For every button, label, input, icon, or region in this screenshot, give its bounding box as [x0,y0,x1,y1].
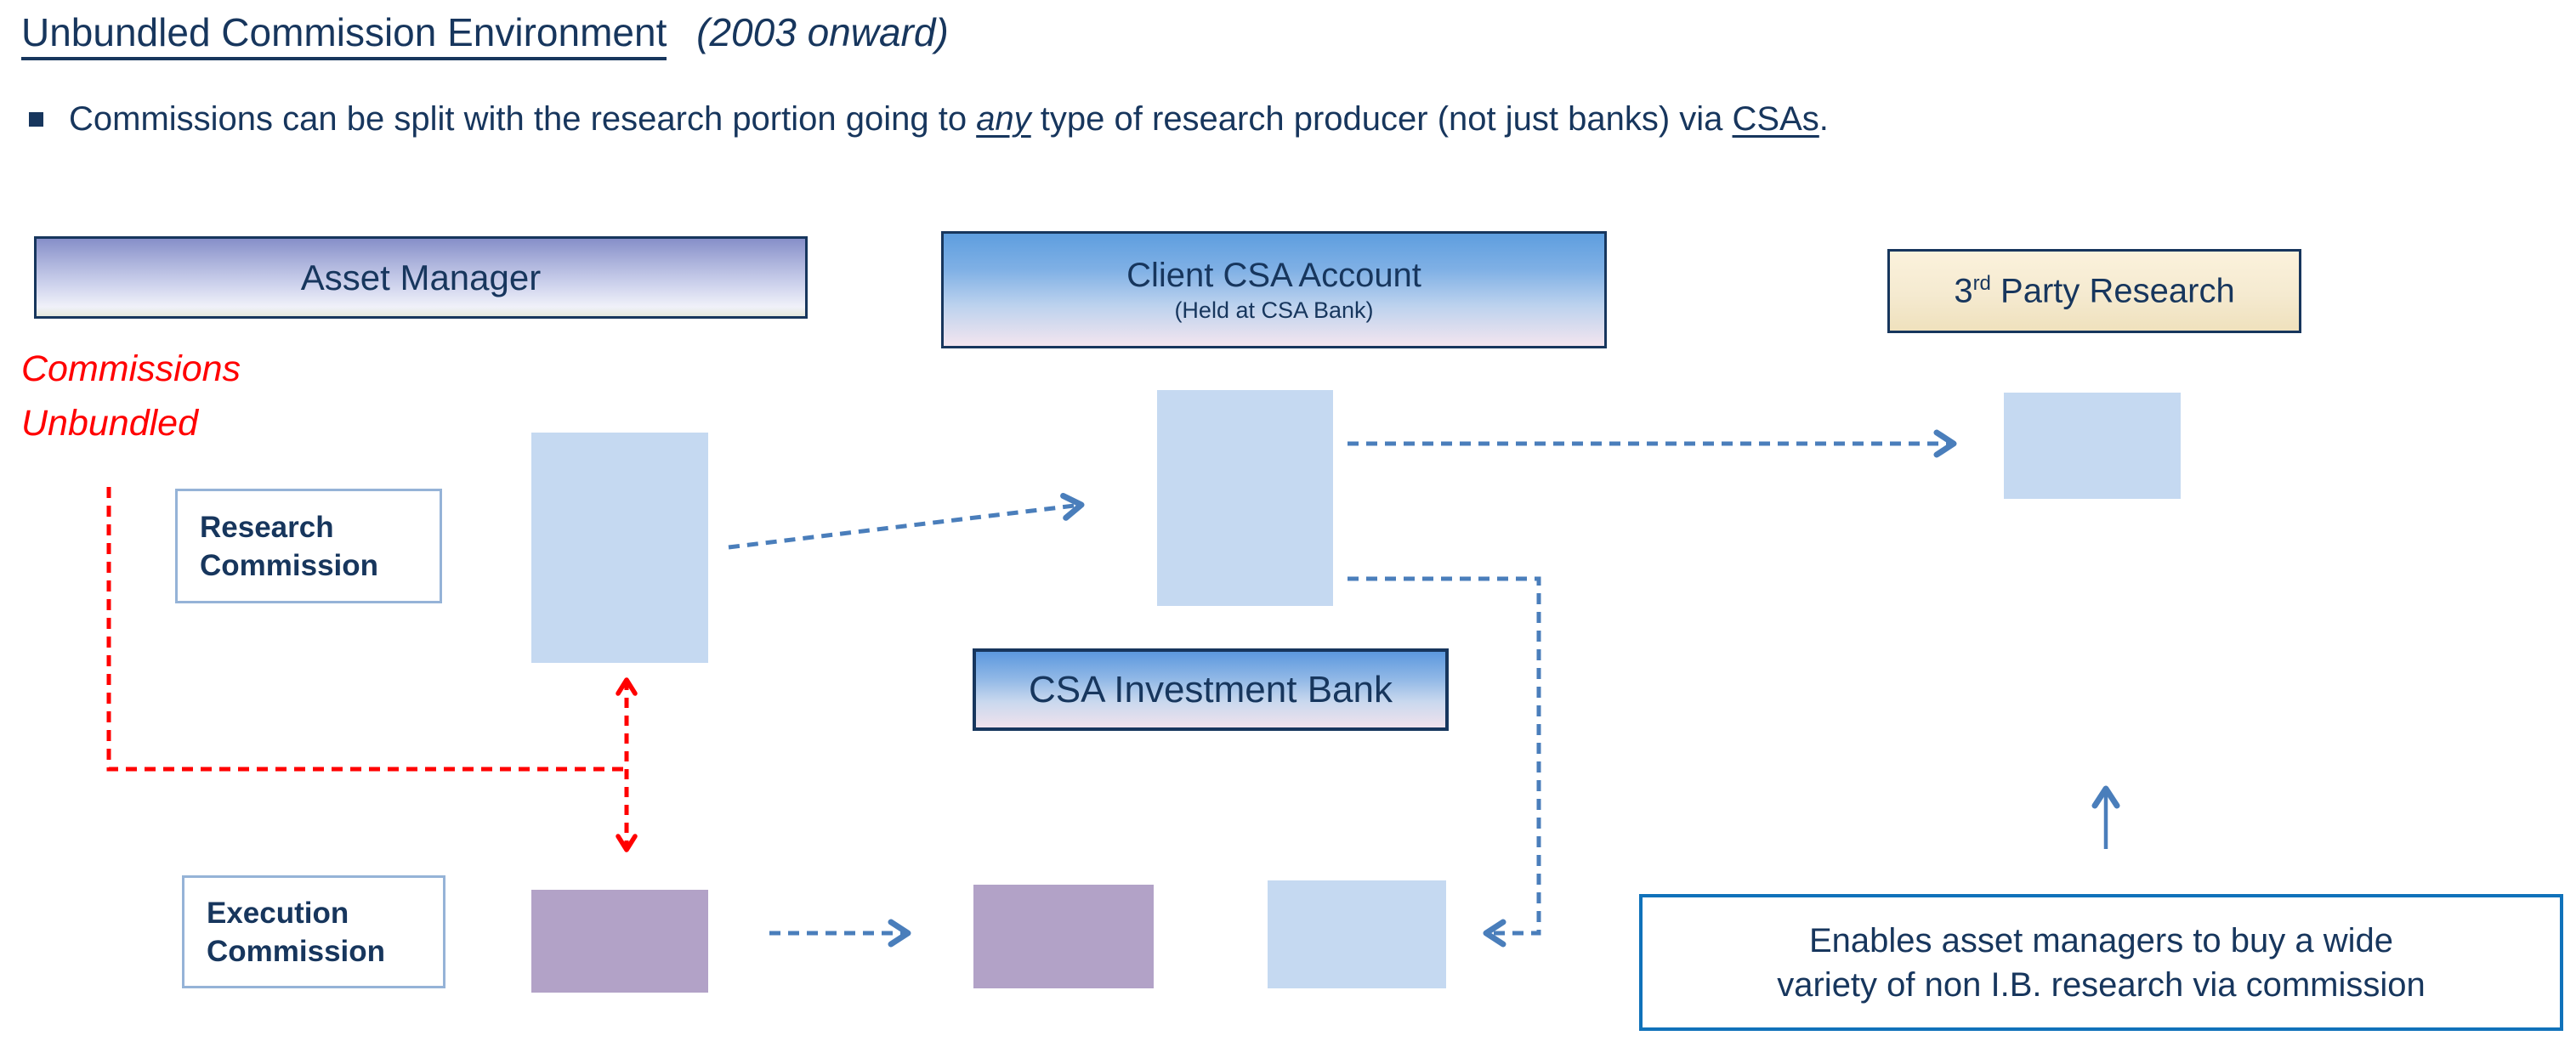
research-commission-block-csa-account [1157,390,1333,606]
node-client-csa-label: Client CSA Account [1126,257,1421,294]
bullet-text-any: any [976,100,1031,138]
node-asset-manager: Asset Manager [34,236,808,319]
research-commission-block-asset-manager [531,433,708,663]
execution-commission-block-csa [1268,880,1446,988]
label-research-commission: Research Commission [175,489,442,603]
research-commission-block-third-party [2004,393,2181,499]
node-third-party-label: 3rd Party Research [1954,272,2234,310]
research-commission-line1: Research [200,510,334,544]
arrow-research-to-csa-account [728,492,1085,550]
page-title-suffix: (2003 onward) [696,10,949,54]
bullet-row: Commissions can be split with the resear… [26,95,1829,143]
commissions-unbundled-line1: Commissions [21,348,241,389]
research-commission-line2: Commission [200,548,379,582]
node-csa-investment-bank: CSA Investment Bank [973,648,1449,731]
execution-commission-line2: Commission [207,934,386,968]
third-party-prefix: 3 [1954,272,1973,310]
page-title-main: Unbundled Commission Environment [21,10,667,60]
commissions-unbundled-line2: Unbundled [21,403,199,444]
third-party-rest: Party Research [1990,272,2235,310]
execution-commission-block-asset-manager [531,890,708,993]
enables-note-line1: Enables asset managers to buy a wide [1808,921,2394,959]
node-asset-manager-label: Asset Manager [300,257,542,297]
bullet-text-end: . [1819,100,1829,138]
label-execution-commission: Execution Commission [182,875,445,988]
node-csa-investment-bank-label: CSA Investment Bank [1029,668,1393,710]
node-third-party-research: 3rd Party Research [1887,249,2301,333]
bullet-text: Commissions can be split with the resear… [69,95,1829,143]
bullet-text-pre: Commissions can be split with the resear… [69,100,977,138]
commissions-unbundled-note: Commissions Unbundled [21,342,241,450]
bullet-text-csas: CSAs [1732,100,1819,138]
bullet-text-mid: type of research producer (not just bank… [1030,100,1733,138]
third-party-superscript: rd [1972,271,1991,295]
execution-commission-line1: Execution [207,896,349,930]
enables-note-line2: variety of non I.B. research via commiss… [1777,965,2426,1004]
node-client-csa-account: Client CSA Account (Held at CSA Bank) [941,231,1607,348]
node-client-csa-sublabel: (Held at CSA Bank) [1174,297,1374,323]
enables-note-box: Enables asset managers to buy a wide var… [1639,894,2563,1031]
page-title: Unbundled Commission Environment (2003 o… [21,7,949,60]
execution-commission-block-investment-bank [973,885,1154,988]
bullet-square-icon [29,112,43,127]
